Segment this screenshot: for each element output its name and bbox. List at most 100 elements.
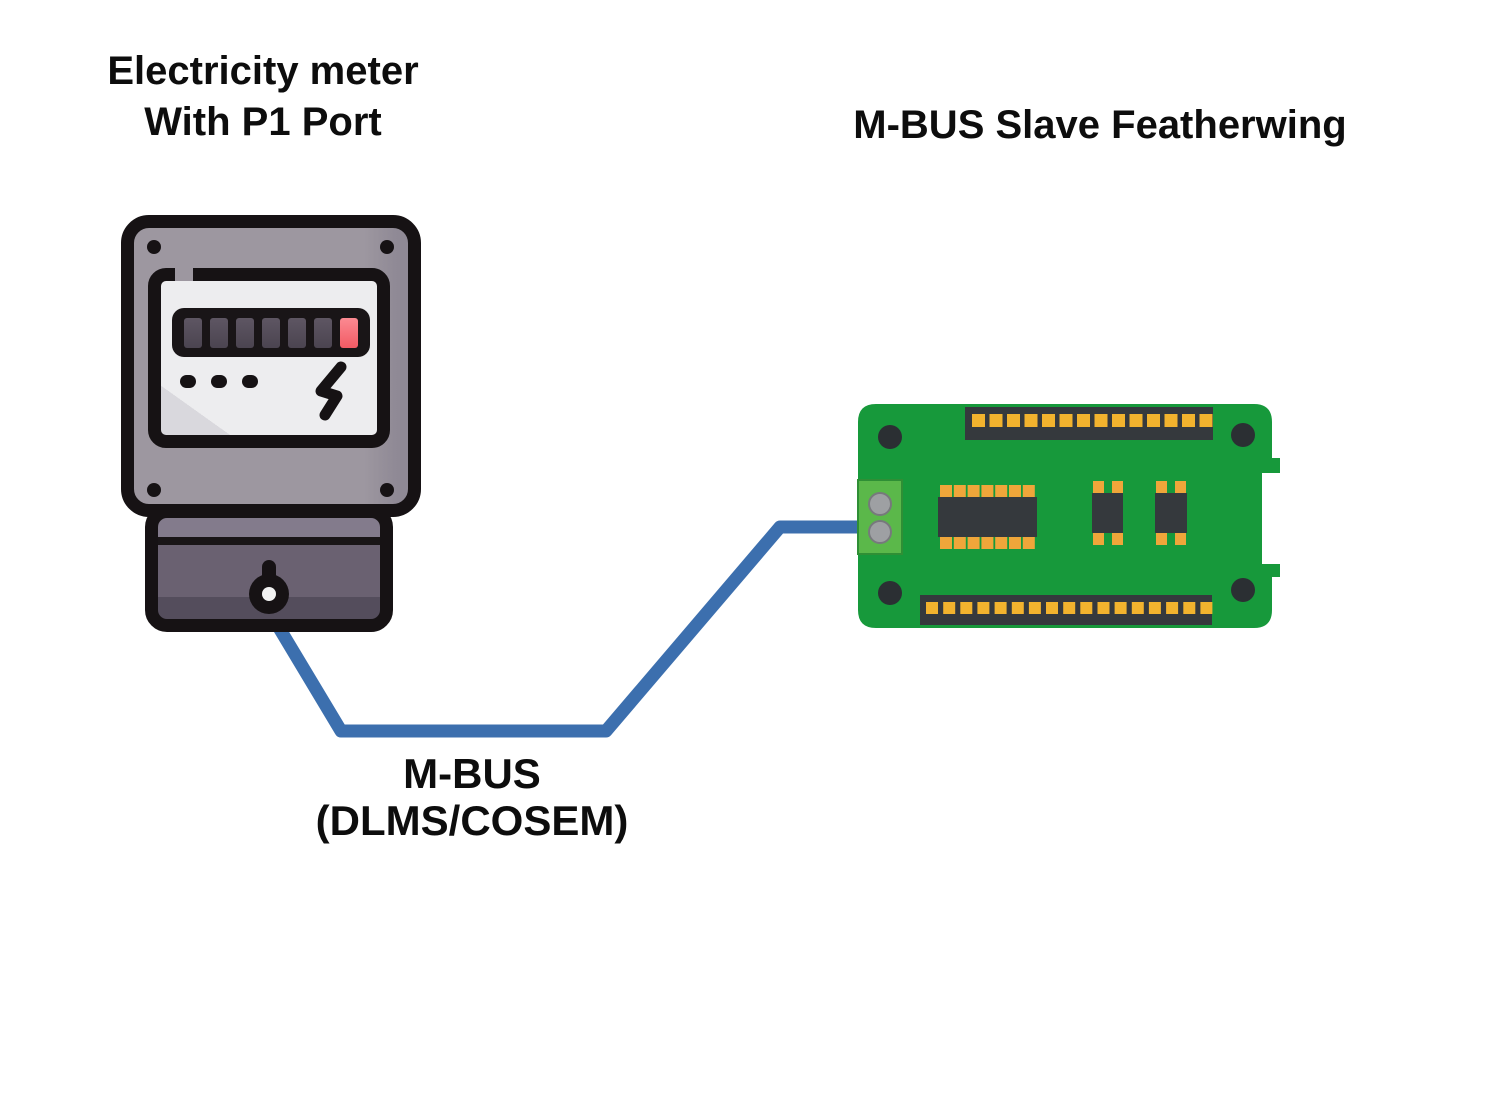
screw-icon (147, 240, 161, 254)
solder-pad (1112, 481, 1123, 493)
indicator-dots (180, 375, 258, 388)
solder-pad (995, 537, 1008, 549)
lightning-bolt-icon (315, 361, 347, 421)
digit-cell-gray (288, 317, 306, 348)
wire-label-line1: M-BUS (403, 750, 541, 797)
solder-pad (1156, 481, 1167, 493)
screw-icon (147, 483, 161, 497)
solder-pad (1166, 602, 1179, 614)
meter-title-line2: With P1 Port (144, 100, 382, 144)
smd-component-2 (1155, 493, 1187, 533)
solder-pad (1093, 481, 1104, 493)
solder-pad (1112, 414, 1125, 427)
main-ic-chip (938, 497, 1037, 537)
solder-pad (1112, 533, 1123, 545)
solder-pad (1182, 414, 1195, 427)
solder-pad (967, 537, 980, 549)
solder-pad (1028, 602, 1041, 614)
mounting-hole (878, 425, 902, 449)
solder-pad (953, 485, 966, 497)
solder-pad (926, 602, 938, 614)
solder-pad (1022, 485, 1035, 497)
solder-pad (940, 537, 952, 549)
terminal-screw (868, 520, 892, 544)
smd-pads (1093, 481, 1186, 545)
meter-title: Electricity meter With P1 Port (48, 46, 478, 148)
solder-pad (1131, 602, 1144, 614)
solder-pad (1148, 602, 1161, 614)
solder-pad (1042, 414, 1055, 427)
solder-pad (1114, 602, 1127, 614)
solder-pad (1094, 414, 1108, 427)
solder-pad (960, 602, 973, 614)
electricity-meter-icon (121, 215, 421, 517)
digit-cell-gray (314, 317, 332, 348)
solder-pad (1080, 602, 1093, 614)
screw-icon (380, 483, 394, 497)
solder-pad (1063, 602, 1076, 614)
solder-pad (1156, 533, 1167, 545)
solder-pad (1022, 537, 1035, 549)
featherwing-title: M-BUS Slave Featherwing (853, 103, 1347, 147)
solder-pad (989, 414, 1003, 427)
indicator-dot (180, 375, 196, 388)
solder-pad (1097, 602, 1110, 614)
terminal-screw (868, 492, 892, 516)
solder-pad (977, 602, 990, 614)
solder-pad (1009, 537, 1021, 549)
solder-pad (1200, 602, 1213, 614)
meter-display-panel (148, 268, 390, 448)
digit-cell-gray (184, 317, 202, 348)
indicator-dot (211, 375, 227, 388)
solder-pad (1046, 602, 1058, 614)
solder-pad (1147, 414, 1160, 427)
meter-bottom-box (145, 505, 393, 632)
solder-pad (1077, 414, 1090, 427)
indicator-dot (242, 375, 258, 388)
mounting-hole (878, 581, 902, 605)
digit-cell-gray (210, 317, 228, 348)
keyhole-hole (262, 587, 276, 601)
solder-pad (1024, 414, 1038, 427)
pcb-board (858, 404, 1280, 628)
solder-pad (953, 537, 966, 549)
mounting-hole (1231, 423, 1255, 447)
bottom-header-pads (926, 602, 1213, 614)
wire-line (271, 520, 868, 738)
solder-pad (1009, 485, 1021, 497)
wire-label: M-BUS (DLMS/COSEM) (262, 750, 682, 844)
panel-outline-gap (175, 268, 193, 281)
solder-pad (981, 537, 994, 549)
solder-pad (967, 485, 980, 497)
digit-cell-red (340, 317, 358, 348)
solder-pad (995, 485, 1008, 497)
solder-pad (972, 414, 985, 427)
solder-pad (1199, 414, 1213, 427)
solder-pad (1175, 481, 1186, 493)
solder-pad (1175, 533, 1186, 545)
solder-pad (940, 485, 952, 497)
solder-pad (1164, 414, 1178, 427)
solder-pad (1007, 414, 1020, 427)
digit-cell-gray (236, 317, 254, 348)
screw-icon (380, 240, 394, 254)
smd-component-1 (1092, 493, 1123, 533)
solder-pad (1183, 602, 1196, 614)
solder-pad (1011, 602, 1024, 614)
mounting-hole (1231, 578, 1255, 602)
keyhole-icon (249, 574, 289, 614)
featherwing-pcb-icon (857, 404, 1280, 628)
solder-pad (1129, 414, 1143, 427)
wire-label-line2: (DLMS/COSEM) (315, 797, 629, 844)
solder-pad (943, 602, 956, 614)
digit-counter (172, 308, 370, 357)
solder-pad (994, 602, 1007, 614)
meter-title-line1: Electricity meter (107, 49, 419, 93)
solder-pad (981, 485, 994, 497)
top-header-pads (972, 414, 1213, 427)
solder-pad (1093, 533, 1104, 545)
digit-cell-gray (262, 317, 280, 348)
main-ic-pads (940, 485, 1035, 549)
